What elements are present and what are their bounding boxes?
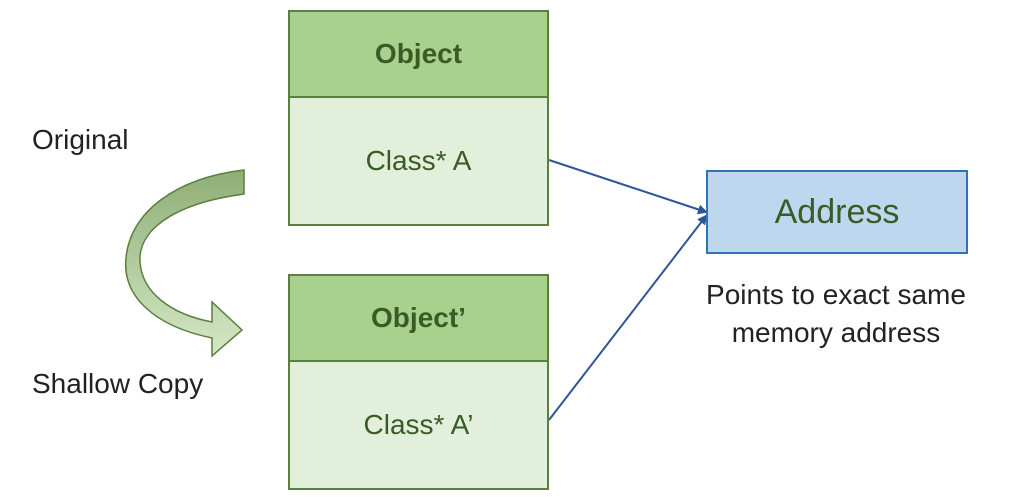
address-caption-line2: memory address [731, 317, 941, 348]
copied-object-title: Object’ [290, 276, 547, 362]
copied-object-field: Class* A’ [290, 362, 547, 488]
original-object-field: Class* A [290, 98, 547, 224]
original-label: Original [32, 124, 129, 155]
original-object-title: Object [290, 12, 547, 98]
address-caption: Points to exact same memory address [676, 276, 996, 352]
pointer-arrow-copy [548, 214, 708, 421]
copy-curved-arrow [124, 169, 245, 358]
copied-object-box: Object’ Class* A’ [288, 274, 549, 490]
address-box: Address [706, 170, 968, 254]
shallow-copy-label: Shallow Copy [32, 368, 204, 399]
address-caption-line1: Points to exact same [706, 279, 966, 310]
pointer-arrow-original [548, 159, 708, 215]
original-object-box: Object Class* A [288, 10, 549, 226]
